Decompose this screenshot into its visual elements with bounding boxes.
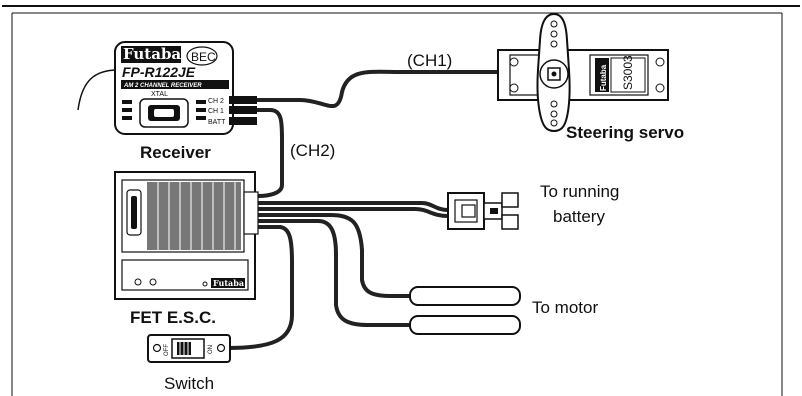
ch1-wire xyxy=(255,69,507,109)
fet-esc: Futaba xyxy=(114,171,259,300)
battery-wire-black xyxy=(256,207,450,218)
steering-servo: Futaba S3003 xyxy=(497,12,669,132)
switch-device: OFF ON xyxy=(147,334,231,363)
label-switch: Switch xyxy=(164,374,214,393)
servo-model: S3003 xyxy=(621,55,635,90)
switch-off-label: OFF xyxy=(164,344,170,356)
label-battery-line2: battery xyxy=(553,207,605,226)
diagram-frame xyxy=(2,5,800,396)
label-steering-servo: Steering servo xyxy=(566,123,684,142)
battery-wire-red xyxy=(256,201,450,212)
wires xyxy=(226,69,507,350)
label-to-motor: To motor xyxy=(532,298,598,317)
receiver-port-batt: BATT xyxy=(208,119,226,126)
ch2-wire xyxy=(255,108,284,198)
servo-brand: Futaba xyxy=(599,64,608,91)
esc-brand: Futaba xyxy=(213,278,244,288)
motor-plugs xyxy=(409,286,521,335)
label-ch1: (CH1) xyxy=(407,51,452,70)
receiver-bec: BEC xyxy=(191,50,216,64)
receiver-model: FP-R122JE xyxy=(122,64,196,80)
receiver-xtal: XTAL xyxy=(151,91,168,98)
label-battery-line1: To running xyxy=(540,182,619,201)
motor-wire-2 xyxy=(256,219,414,327)
switch-wire xyxy=(226,225,294,350)
antenna-wire xyxy=(77,69,119,111)
motor-wire-1 xyxy=(256,213,414,298)
label-ch2: (CH2) xyxy=(290,141,335,160)
receiver-subtitle: AM 2 CHANNEL RECEIVER xyxy=(123,83,202,89)
label-receiver: Receiver xyxy=(140,143,211,162)
battery-connector xyxy=(447,192,519,230)
switch-on-label: ON xyxy=(208,345,214,354)
label-fet-esc: FET E.S.C. xyxy=(130,308,216,327)
receiver-port-ch2: CH 2 xyxy=(208,98,224,105)
receiver: Futaba BEC FP-R122JE AM 2 CHANNEL RECEIV… xyxy=(114,41,257,135)
receiver-brand: Futaba xyxy=(123,45,181,63)
receiver-port-ch1: CH 1 xyxy=(208,108,224,115)
